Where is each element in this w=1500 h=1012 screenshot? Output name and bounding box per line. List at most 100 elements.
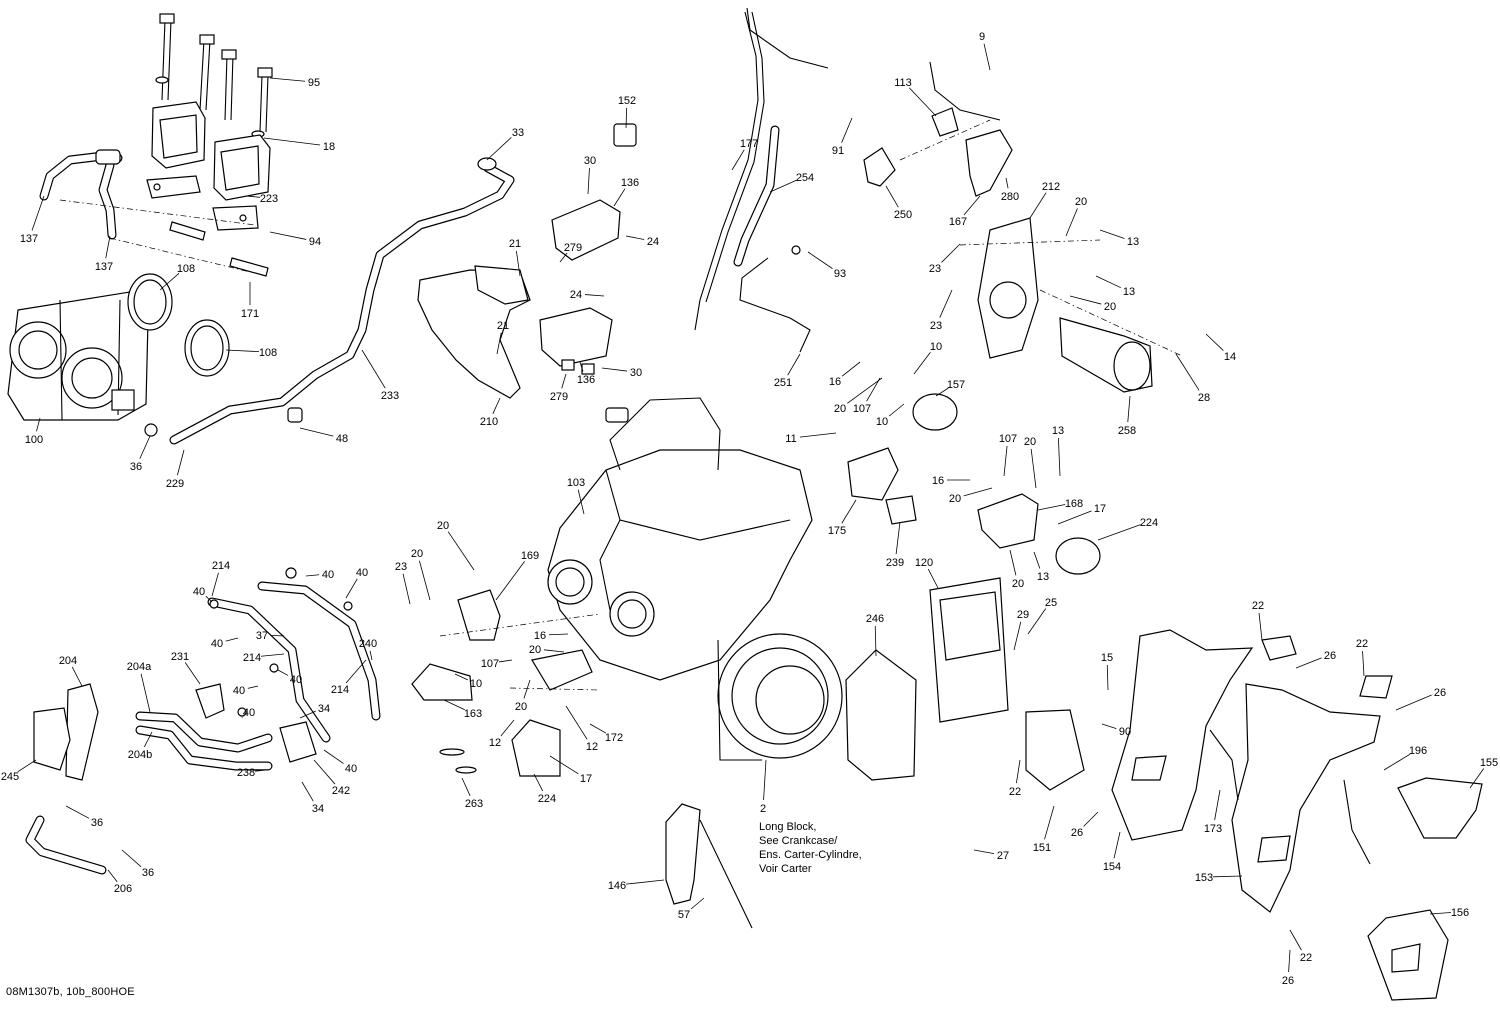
callout-11: 11	[785, 433, 796, 445]
callout-169: 169	[521, 550, 539, 562]
long-block-note: Long Block, See Crankcase/ Ens. Carter-C…	[759, 820, 862, 876]
callout-2: 2	[760, 803, 766, 815]
callout-242: 242	[332, 785, 350, 797]
callout-leader-9	[984, 44, 990, 70]
callout-leader-214	[261, 654, 284, 656]
callout-26: 26	[1324, 650, 1336, 662]
callout-leader-13	[1100, 230, 1124, 238]
callout-leader-10	[889, 404, 904, 416]
callout-25: 25	[1045, 597, 1057, 609]
callout-28: 28	[1198, 392, 1210, 404]
callout-leader-22	[1290, 930, 1301, 950]
callout-36: 36	[142, 867, 154, 879]
callout-204b: 204b	[128, 749, 152, 761]
callout-157: 157	[947, 379, 965, 391]
callout-leader-107	[1004, 446, 1007, 476]
callout-leader-146	[626, 880, 664, 884]
callout-34: 34	[312, 803, 324, 815]
callout-leader-20	[419, 561, 430, 600]
callout-leader-11	[800, 433, 836, 437]
callout-15: 15	[1101, 652, 1113, 664]
callout-263: 263	[465, 798, 483, 810]
callout-leader-24	[585, 295, 604, 296]
callout-239: 239	[886, 557, 904, 569]
callout-leader-108	[226, 350, 259, 352]
callout-17: 17	[1094, 503, 1106, 515]
callout-177: 177	[740, 138, 758, 150]
callout-22: 22	[1300, 952, 1312, 964]
callout-37: 37	[256, 630, 268, 642]
callout-90: 90	[1119, 726, 1131, 738]
callout-154: 154	[1103, 861, 1121, 873]
callout-leader-26	[1084, 812, 1098, 826]
callout-10: 10	[930, 341, 942, 353]
callout-107: 107	[853, 403, 871, 415]
callout-156: 156	[1451, 907, 1469, 919]
callout-leader-2	[764, 760, 766, 800]
callout-254: 254	[796, 172, 814, 184]
callout-leader-91	[842, 118, 852, 143]
callout-leader-13	[1096, 276, 1121, 288]
callout-leader-94	[270, 232, 306, 239]
callout-leader-20	[1066, 208, 1077, 236]
callout-12: 12	[489, 737, 501, 749]
callout-40: 40	[193, 586, 205, 598]
callout-36: 36	[91, 817, 103, 829]
callout-17: 17	[580, 773, 592, 785]
callout-13: 13	[1052, 425, 1064, 437]
callout-136: 136	[577, 374, 595, 386]
callout-10: 10	[470, 678, 482, 690]
callout-leader-120	[928, 569, 938, 588]
callout-leader-172	[590, 724, 606, 733]
callout-leader-23	[940, 290, 952, 318]
callout-leader-153	[1213, 876, 1242, 877]
callout-173: 173	[1204, 823, 1222, 835]
callout-leader-137	[32, 196, 44, 230]
callout-40: 40	[233, 685, 245, 697]
callout-leader-29	[1014, 622, 1021, 650]
callout-120: 120	[915, 557, 933, 569]
callout-leader-242	[314, 760, 335, 784]
callout-leader-20	[1070, 296, 1101, 304]
callout-leader-30	[602, 368, 627, 371]
starter-assembly	[864, 62, 1180, 392]
callout-leader-20	[544, 650, 564, 652]
callout-leader-20	[1031, 449, 1036, 488]
callout-leader-204a	[141, 674, 150, 712]
callout-137: 137	[95, 261, 113, 273]
callout-leader-36	[140, 436, 150, 459]
callout-leader-93	[808, 252, 832, 269]
callout-23: 23	[929, 263, 941, 275]
callout-20: 20	[1075, 196, 1087, 208]
callout-107: 107	[481, 658, 499, 670]
callout-leader-95	[270, 78, 305, 81]
callout-leader-20	[847, 378, 882, 403]
callout-leader-23	[403, 574, 410, 604]
callout-34: 34	[318, 703, 330, 715]
callout-leader-16	[842, 362, 860, 376]
callout-leader-233	[362, 350, 385, 388]
callout-leader-26	[1289, 950, 1290, 972]
callout-leader-34	[302, 782, 313, 801]
callout-163: 163	[464, 708, 482, 720]
throttle-body-assembly	[8, 274, 229, 436]
callout-leader-156	[1430, 913, 1451, 914]
callout-251: 251	[774, 377, 792, 389]
callout-leader-250	[886, 186, 898, 207]
callout-91: 91	[832, 145, 844, 157]
callout-20: 20	[1104, 301, 1116, 313]
callout-leader-23	[941, 244, 960, 262]
callout-30: 30	[584, 155, 596, 167]
callout-20: 20	[834, 403, 846, 415]
callout-leader-20	[964, 488, 992, 496]
callout-20: 20	[1012, 578, 1024, 590]
callout-leader-14	[1206, 334, 1223, 351]
callout-leader-17	[1058, 511, 1092, 524]
callout-leader-245	[18, 760, 36, 772]
callout-30: 30	[630, 367, 642, 379]
callout-21: 21	[509, 238, 521, 250]
callout-leader-151	[1045, 806, 1054, 839]
callout-leader-13	[1034, 552, 1040, 569]
callout-leader-107	[867, 378, 880, 401]
